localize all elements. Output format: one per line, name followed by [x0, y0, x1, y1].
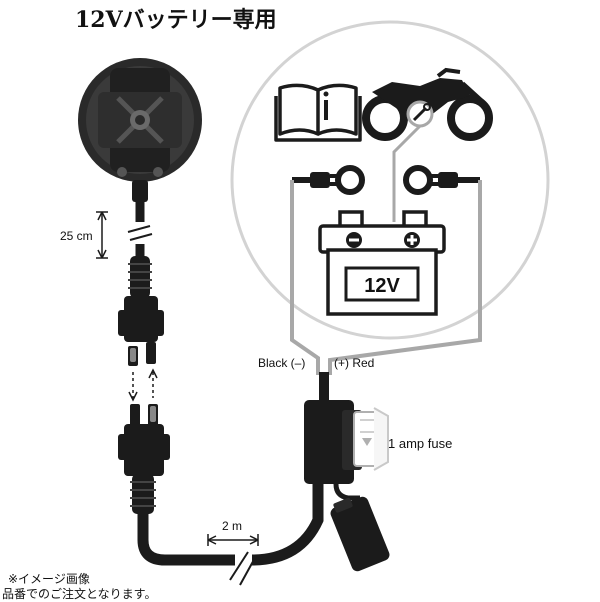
service-line [392, 124, 422, 222]
dimension-2m: 2 m [207, 519, 259, 546]
dimension-25cm-label: 25 cm [60, 229, 93, 243]
sae-connector-bottom [118, 404, 170, 476]
motorcycle-icon [362, 67, 493, 141]
fuse-cap-tether [333, 483, 360, 501]
sae-connector-top [118, 296, 164, 366]
page-title: 12Vバッテリー専用 [75, 7, 277, 33]
cable-break-short [127, 225, 153, 241]
charger-puck [78, 58, 202, 202]
black-lead [290, 180, 320, 375]
connection-arrows [128, 368, 158, 402]
strain-relief-top [128, 256, 152, 298]
dimension-2m-label: 2 m [222, 519, 242, 533]
black-ring-terminal [292, 165, 365, 195]
image-note: ※イメージ画像 [8, 572, 90, 586]
battery-area-circle [230, 20, 550, 340]
battery: 12V [318, 210, 446, 316]
dimension-25cm: 25 cm [60, 211, 108, 259]
manual-book-icon [274, 83, 362, 142]
wrench-icon [406, 100, 434, 128]
order-note: 品番でのご注文となります。 [2, 587, 157, 601]
cable-break-long [229, 551, 257, 586]
battery-voltage-label: 12V [364, 275, 400, 297]
black-wire-label: Black (–) [258, 356, 305, 370]
main-cable-left [137, 512, 235, 566]
fuse-label: 1 amp fuse [388, 436, 452, 451]
fuse-holder [304, 400, 389, 484]
strain-relief-bottom [130, 474, 156, 514]
red-lead [328, 180, 482, 375]
fuse-cap [330, 496, 390, 572]
main-cable-right [251, 440, 324, 566]
red-ring-terminal [403, 165, 480, 195]
red-wire-label: (+) Red [334, 356, 374, 370]
